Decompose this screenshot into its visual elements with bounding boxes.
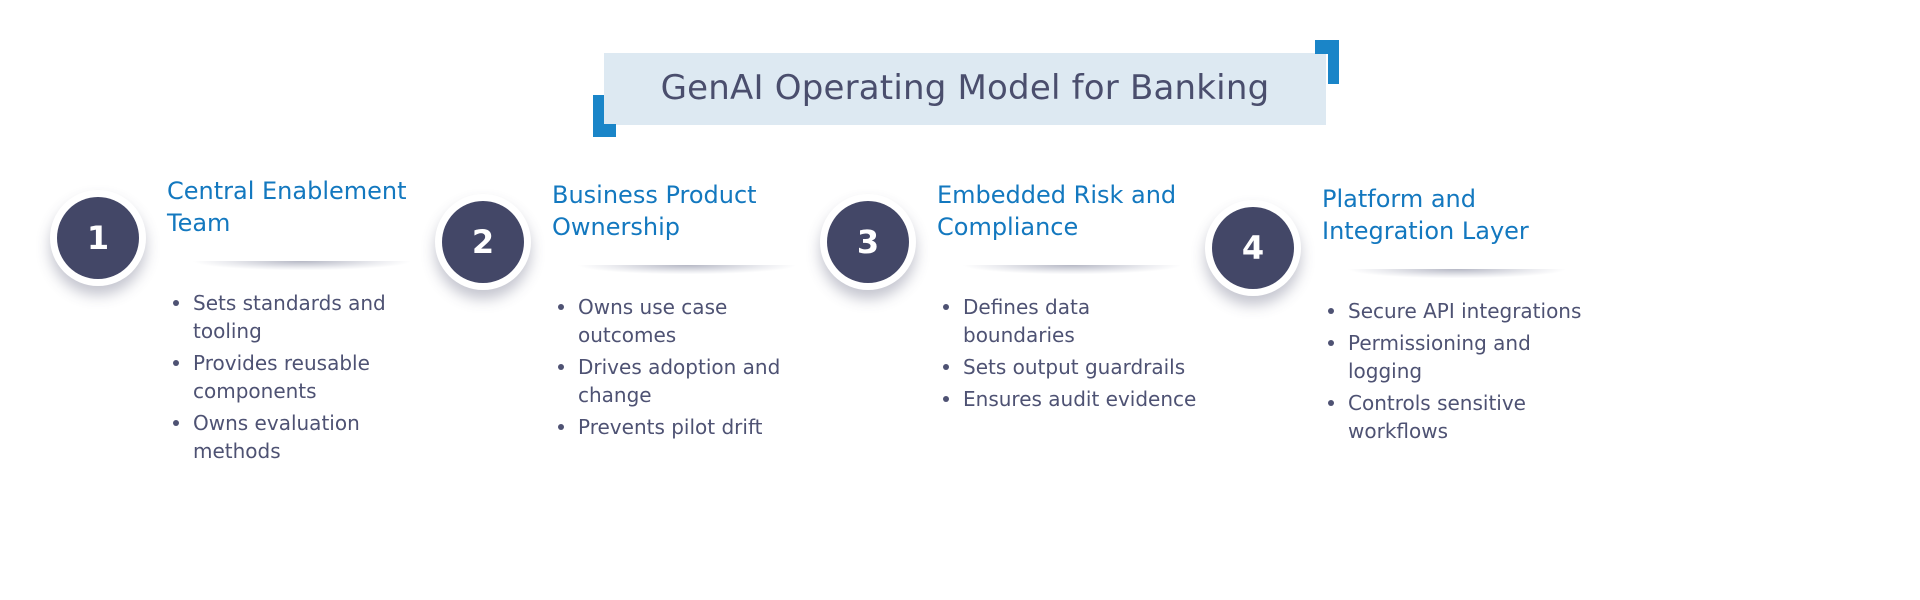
heading-divider-2	[552, 265, 822, 275]
pillar-body-4: Platform and Integration Layer Secure AP…	[1322, 168, 1592, 449]
step-badge-1: 1	[50, 190, 146, 286]
pillar-column-2: 2 Business Product Ownership Owns use ca…	[425, 168, 845, 568]
pillar-heading-4: Platform and Integration Layer	[1322, 185, 1529, 245]
step-badge-2: 2	[435, 194, 531, 290]
step-badge-3: 3	[820, 194, 916, 290]
list-item: Permissioning and logging	[1322, 329, 1592, 385]
list-item: Provides reusable components	[167, 349, 437, 405]
list-item: Prevents pilot drift	[552, 413, 822, 441]
pillar-bullets-2: Owns use case outcomes Drives adoption a…	[552, 293, 822, 441]
pillar-body-2: Business Product Ownership Owns use case…	[552, 168, 822, 445]
list-item: Defines data boundaries	[937, 293, 1207, 349]
step-number-3: 3	[827, 201, 909, 283]
heading-divider-3	[937, 265, 1207, 275]
pillar-heading-1: Central Enablement Team	[167, 177, 407, 237]
pillar-bullets-1: Sets standards and tooling Provides reus…	[167, 289, 437, 465]
corner-accent-top-right-icon	[1315, 40, 1339, 84]
heading-divider-1	[167, 261, 437, 271]
pillar-column-3: 3 Embedded Risk and Compliance Defines d…	[810, 168, 1230, 568]
list-item: Drives adoption and change	[552, 353, 822, 409]
list-item: Controls sensitive workflows	[1322, 389, 1592, 445]
pillar-column-4: 4 Platform and Integration Layer Secure …	[1195, 168, 1615, 568]
list-item: Ensures audit evidence	[937, 385, 1207, 413]
pillar-body-1: Central Enablement Team Sets standards a…	[167, 168, 437, 469]
pillar-heading-3: Embedded Risk and Compliance	[937, 181, 1177, 241]
list-item: Secure API integrations	[1322, 297, 1592, 325]
title-band-background	[604, 53, 1326, 125]
pillar-body-3: Embedded Risk and Compliance Defines dat…	[937, 168, 1207, 417]
list-item: Sets standards and tooling	[167, 289, 437, 345]
pillar-columns: 1 Central Enablement Team Sets standards…	[0, 168, 1920, 568]
title-banner: GenAI Operating Model for Banking	[593, 40, 1339, 137]
corner-accent-bottom-left-icon	[593, 95, 616, 137]
list-item: Sets output guardrails	[937, 353, 1207, 381]
pillar-bullets-3: Defines data boundaries Sets output guar…	[937, 293, 1207, 413]
pillar-bullets-4: Secure API integrations Permissioning an…	[1322, 297, 1592, 445]
pillar-column-1: 1 Central Enablement Team Sets standards…	[40, 168, 460, 568]
step-number-4: 4	[1212, 207, 1294, 289]
pillar-heading-2: Business Product Ownership	[552, 181, 757, 241]
list-item: Owns evaluation methods	[167, 409, 437, 465]
page-title: GenAI Operating Model for Banking	[660, 68, 1270, 108]
heading-divider-4	[1322, 269, 1592, 279]
step-number-2: 2	[442, 201, 524, 283]
list-item: Owns use case outcomes	[552, 293, 822, 349]
step-badge-4: 4	[1205, 200, 1301, 296]
step-number-1: 1	[57, 197, 139, 279]
